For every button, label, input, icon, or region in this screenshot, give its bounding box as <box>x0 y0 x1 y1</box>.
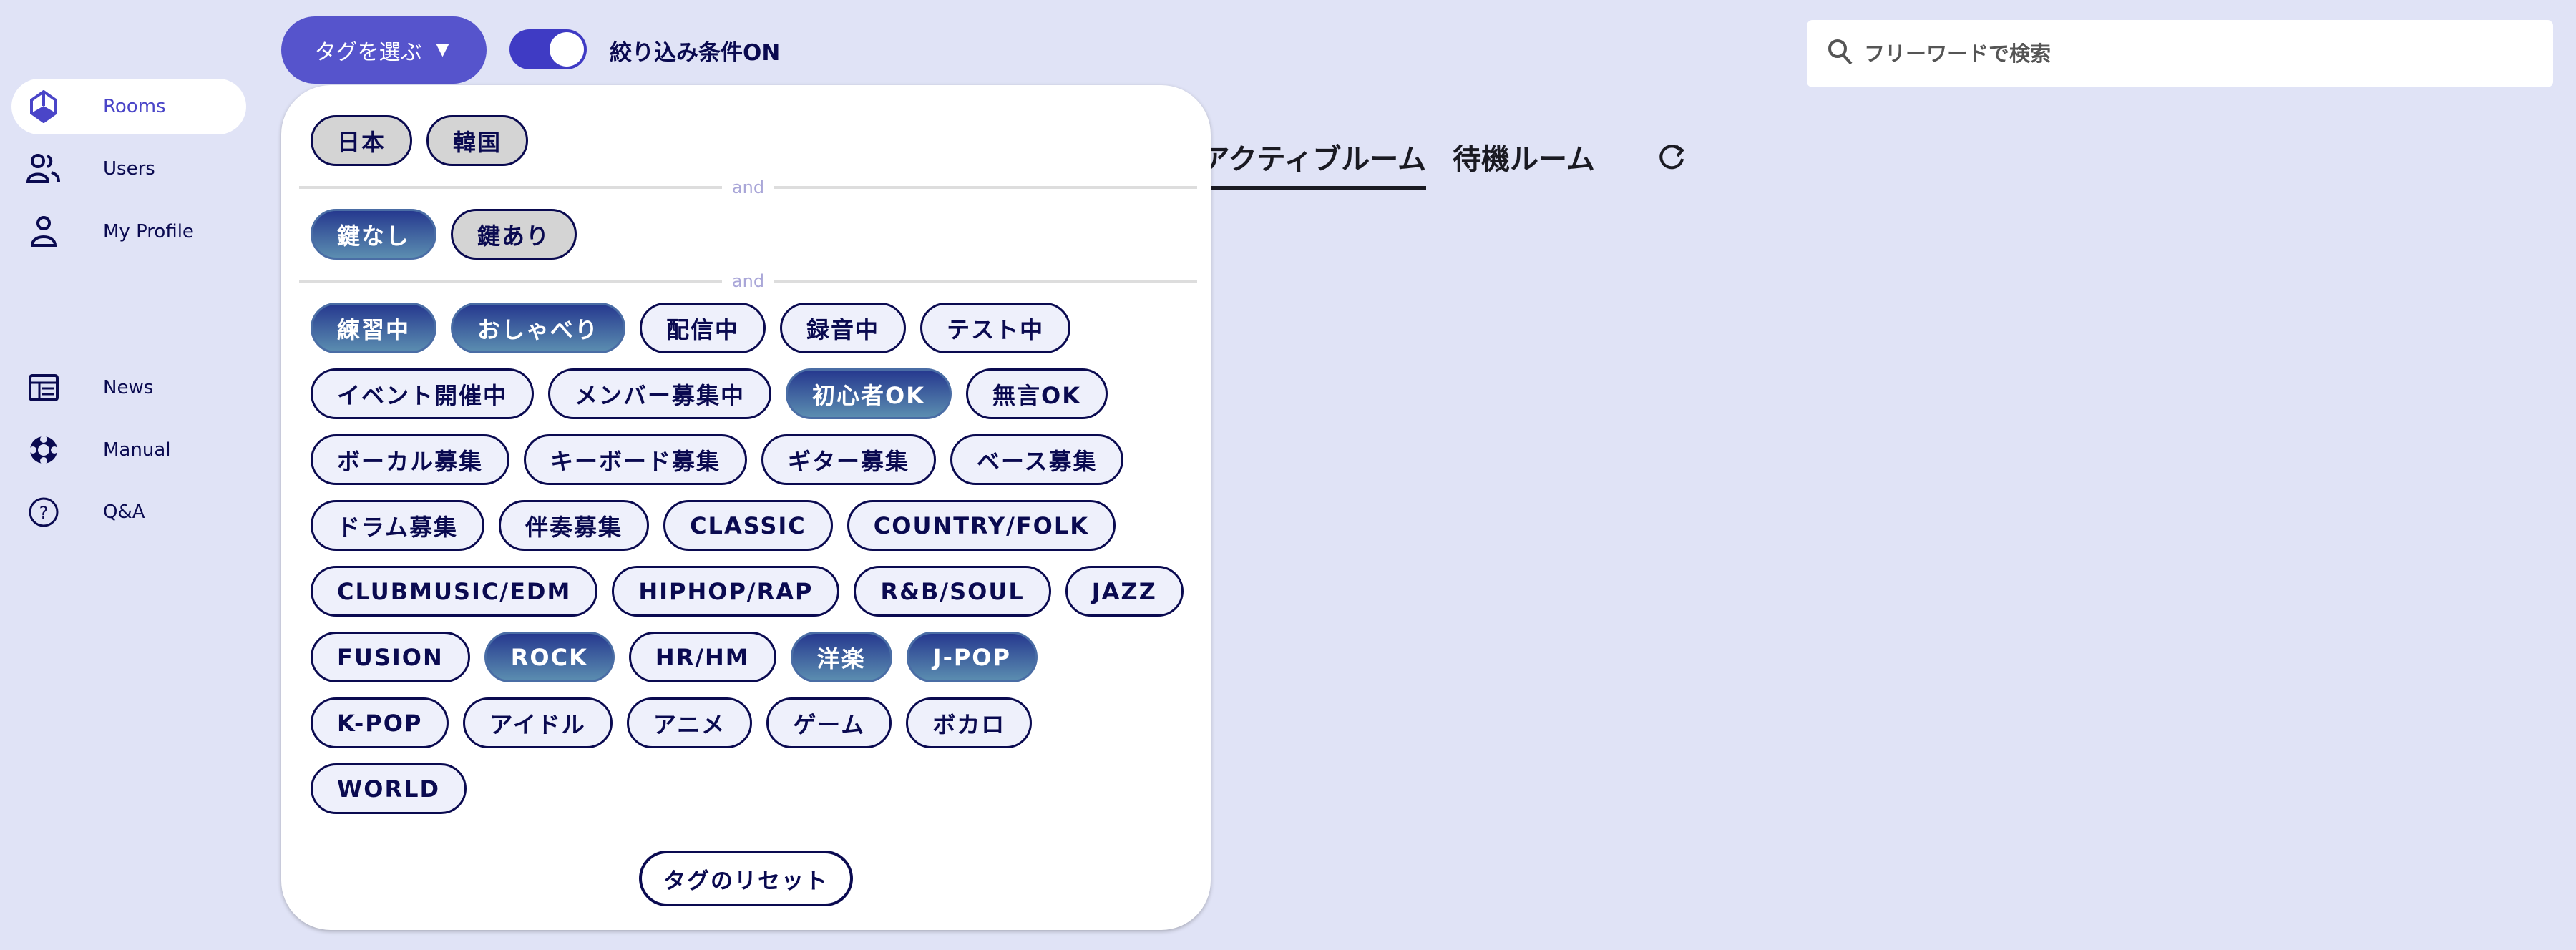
tag-chip[interactable]: 配信中 <box>640 303 766 353</box>
users-icon <box>26 153 62 185</box>
tag-chip[interactable]: アイドル <box>463 697 613 748</box>
question-circle-icon: ? <box>26 496 62 528</box>
tag-chip[interactable]: HR/HM <box>628 632 776 682</box>
lock-tag-group: 鍵なし鍵あり <box>311 209 1189 260</box>
tag-chip[interactable]: イベント開催中 <box>311 368 535 419</box>
sidebar-item-news[interactable]: News <box>11 360 246 416</box>
tag-chip[interactable]: FUSION <box>311 632 470 682</box>
tag-chip[interactable]: CLASSIC <box>663 500 833 551</box>
user-icon <box>26 215 62 248</box>
tag-chip[interactable]: アニメ <box>626 697 753 748</box>
tag-chip[interactable]: ベース募集 <box>950 434 1124 485</box>
filter-toggle[interactable] <box>509 29 587 69</box>
and-label: and <box>731 177 765 197</box>
reset-tags-button[interactable]: タグのリセット <box>639 851 853 906</box>
search-box[interactable] <box>1807 20 2553 87</box>
genre-tag-group: 練習中おしゃべり配信中録音中テスト中イベント開催中メンバー募集中初心者OK 無言O… <box>311 303 1189 814</box>
tag-chip[interactable]: COUNTRY/FOLK <box>847 500 1116 551</box>
tag-chip[interactable]: 鍵あり <box>451 209 577 260</box>
tag-chip[interactable]: ROCK <box>484 632 615 682</box>
sidebar-item-manual[interactable]: Manual <box>11 422 246 478</box>
select-tags-label: タグを選ぶ <box>314 41 422 64</box>
tag-chip[interactable]: 初心者OK <box>786 368 952 419</box>
sidebar-item-label: News <box>103 377 154 398</box>
sidebar-item-label: My Profile <box>103 221 194 243</box>
tab-active-rooms[interactable]: アクティブルーム <box>1116 136 1426 190</box>
tag-chip[interactable]: 韓国 <box>426 115 529 166</box>
tag-chip[interactable]: J-POP <box>906 632 1038 682</box>
tag-chip[interactable]: 日本 <box>311 115 413 166</box>
refresh-icon[interactable] <box>1656 140 1687 177</box>
tag-chip[interactable]: 練習中 <box>311 303 437 353</box>
and-label: and <box>731 271 765 291</box>
search-input[interactable] <box>1864 41 2508 66</box>
tag-chip[interactable]: CLUBMUSIC/EDM <box>311 566 598 617</box>
tag-chip[interactable]: ボーカル募集 <box>311 434 510 485</box>
tag-chip[interactable]: メンバー募集中 <box>548 368 772 419</box>
tag-chip[interactable]: K-POP <box>311 697 449 748</box>
tag-chip[interactable]: おしゃべり <box>451 303 626 353</box>
and-divider: and <box>299 177 1197 197</box>
tag-chip[interactable]: 伴奏募集 <box>499 500 650 551</box>
sidebar-item-my-profile[interactable]: My Profile <box>11 204 246 260</box>
tag-chip[interactable]: ギター募集 <box>761 434 937 485</box>
sidebar-item-rooms[interactable]: Rooms <box>11 79 246 134</box>
tag-chip[interactable]: 洋楽 <box>790 632 892 682</box>
sidebar-item-qa[interactable]: ? Q&A <box>11 484 246 540</box>
tab-waiting-rooms[interactable]: 待機ルーム <box>1453 143 1595 176</box>
sidebar-item-label: Users <box>103 158 155 180</box>
tag-chip[interactable]: HIPHOP/RAP <box>612 566 840 617</box>
tag-chip[interactable]: ボカロ <box>906 697 1033 748</box>
lifebuoy-icon <box>26 434 62 466</box>
tag-chip[interactable]: 鍵なし <box>311 209 437 260</box>
sidebar-item-label: Rooms <box>103 96 166 117</box>
tag-chip[interactable]: ゲーム <box>766 697 892 748</box>
tag-select-panel: 日本韓国 and 鍵なし鍵あり and 練習中おしゃべり配信中録音中テスト中イベ… <box>281 85 1211 930</box>
tag-chip[interactable]: ドラム募集 <box>311 500 485 551</box>
search-icon <box>1827 38 1854 69</box>
cube-icon <box>26 90 62 123</box>
svg-text:?: ? <box>39 503 49 523</box>
region-tag-group: 日本韓国 <box>311 115 1189 166</box>
tag-chip[interactable]: JAZZ <box>1065 566 1184 617</box>
triangle-down-icon: ▼ <box>431 38 454 62</box>
sidebar-item-label: Manual <box>103 439 171 461</box>
tag-chip[interactable]: キーボード募集 <box>524 434 748 485</box>
newspaper-icon <box>26 373 62 402</box>
tag-chip[interactable]: 無言OK <box>966 368 1108 419</box>
tag-chip[interactable]: テスト中 <box>920 303 1071 353</box>
sidebar-item-users[interactable]: Users <box>11 141 246 197</box>
tag-chip[interactable]: R&B/SOUL <box>854 566 1051 617</box>
and-divider: and <box>299 271 1197 291</box>
toggle-knob <box>550 32 584 67</box>
tag-chip[interactable]: WORLD <box>311 763 467 814</box>
select-tags-button[interactable]: タグを選ぶ ▼ <box>281 16 487 84</box>
tag-chip[interactable]: 録音中 <box>780 303 907 353</box>
sidebar-item-label: Q&A <box>103 501 145 523</box>
filter-toggle-label: 絞り込み条件ON <box>610 40 781 66</box>
